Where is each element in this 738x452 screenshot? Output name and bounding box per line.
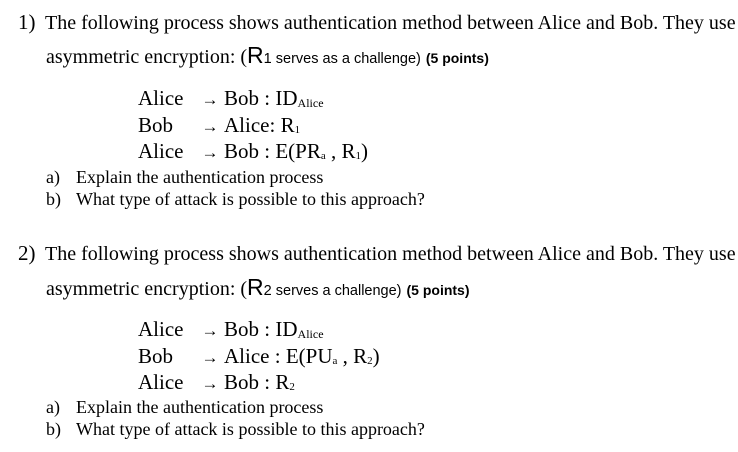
- step-message: E(PU: [285, 343, 333, 368]
- step-receiver: Bob: [224, 317, 260, 341]
- question-2-continuation: asymmetric encryption: (R2 serves a chal…: [46, 275, 470, 303]
- question-2-protocol: Alice→Bob : IDAlice Bob→Alice : E(PUa , …: [138, 316, 380, 396]
- protocol-step: Alice → Bob : E(PRa , R1): [138, 138, 368, 165]
- item-text: What type of attack is possible to this …: [76, 419, 425, 439]
- step-message-sub2: 2: [367, 354, 373, 367]
- step-message-sub2: 1: [355, 150, 362, 162]
- step-message: ID: [275, 86, 298, 110]
- question-2-note: serves a challenge): [271, 283, 402, 299]
- item-letter: a): [46, 167, 60, 187]
- arrow-icon: →: [201, 143, 219, 162]
- step-message-sub: 1: [294, 123, 301, 136]
- arrow-icon: →: [201, 347, 219, 367]
- question-2-items: a) Explain the authentication process b) W…: [46, 396, 425, 440]
- arrow-icon: →: [201, 374, 219, 393]
- step-message: R: [280, 112, 295, 137]
- step-message-sub: Alice: [297, 96, 324, 110]
- list-item: a) Explain the authentication process: [46, 396, 425, 418]
- step-sender: Alice: [138, 86, 184, 110]
- question-1-challenge-r: R: [247, 42, 264, 68]
- step-sender: Alice: [138, 370, 184, 394]
- step-message: R: [275, 370, 290, 394]
- step-separator: :: [259, 317, 276, 341]
- item-text: Explain the authentication process: [76, 397, 324, 417]
- arrow-icon: →: [201, 321, 219, 340]
- step-sender: Alice: [138, 317, 184, 341]
- item-letter: b): [46, 189, 61, 209]
- step-message: E(PR: [275, 139, 321, 163]
- step-separator: :: [259, 86, 276, 110]
- question-1-number: 1): [18, 10, 36, 34]
- step-message-end: ): [361, 139, 369, 163]
- protocol-step: Alice → Bob : R2: [138, 369, 380, 396]
- question-2-challenge-r: R: [247, 274, 264, 300]
- question-2-intro: The following process shows authenticati…: [45, 243, 736, 265]
- step-message-tail: , R: [337, 343, 368, 368]
- question-1-challenge-sub: 1: [263, 51, 272, 67]
- item-text: What type of attack is possible to this …: [76, 189, 425, 209]
- question-1-heading: 1) The following process shows authentica…: [18, 10, 738, 35]
- question-1-continuation: asymmetric encryption: (R1 serves as a c…: [46, 43, 489, 71]
- arrow-icon: →: [201, 116, 219, 136]
- question-2-cont-prefix: asymmetric encryption: (: [46, 278, 248, 300]
- protocol-step: Bob →Alice : E(PUa , R2): [138, 343, 380, 370]
- step-message: ID: [275, 317, 298, 341]
- step-separator: :: [269, 343, 286, 368]
- question-2-heading: 2) The following process shows authentica…: [18, 241, 738, 266]
- list-item: a) Explain the authentication process: [46, 166, 425, 188]
- list-item: b) What type of attack is possible to thi…: [46, 418, 425, 440]
- step-sender: Alice: [138, 139, 184, 163]
- step-separator: :: [269, 112, 281, 137]
- step-message-sub: Alice: [297, 327, 324, 341]
- step-message-sub: a: [320, 150, 326, 162]
- question-1-protocol: Alice→Bob : IDAlice Bob→Alice: R1 Alice→…: [138, 85, 368, 165]
- question-1-intro: The following process shows authenticati…: [45, 12, 736, 34]
- question-2-challenge-sub: 2: [263, 283, 272, 299]
- step-separator: :: [259, 370, 276, 394]
- protocol-step: Bob →Alice: R1: [138, 112, 368, 139]
- protocol-step: Alice→Bob : IDAlice: [138, 316, 380, 343]
- item-text: Explain the authentication process: [76, 167, 324, 187]
- step-receiver: Alice: [224, 343, 270, 368]
- protocol-step: Alice→Bob : IDAlice: [138, 85, 368, 112]
- step-receiver: Alice: [224, 112, 270, 137]
- step-receiver: Bob: [224, 139, 260, 163]
- list-item: b) What type of attack is possible to thi…: [46, 188, 425, 210]
- step-message-sub: 2: [289, 381, 295, 393]
- arrow-icon: →: [201, 90, 219, 109]
- question-2-points: (5 points): [406, 282, 470, 298]
- step-separator: :: [259, 139, 276, 163]
- step-sender: Bob: [138, 112, 174, 137]
- item-letter: b): [46, 419, 61, 439]
- question-1-note: serves as a challenge): [271, 51, 421, 67]
- step-receiver: Bob: [224, 370, 260, 394]
- step-message-sub: a: [332, 354, 338, 367]
- question-1-items: a) Explain the authentication process b) W…: [46, 166, 425, 210]
- item-letter: a): [46, 397, 60, 417]
- step-receiver: Bob: [224, 86, 260, 110]
- step-message-tail: , R: [325, 139, 356, 163]
- question-1-cont-prefix: asymmetric encryption: (: [46, 46, 248, 68]
- question-2-number: 2): [18, 241, 36, 265]
- step-message-end: ): [372, 343, 380, 368]
- question-1-points: (5 points): [425, 50, 489, 66]
- step-sender: Bob: [138, 343, 174, 368]
